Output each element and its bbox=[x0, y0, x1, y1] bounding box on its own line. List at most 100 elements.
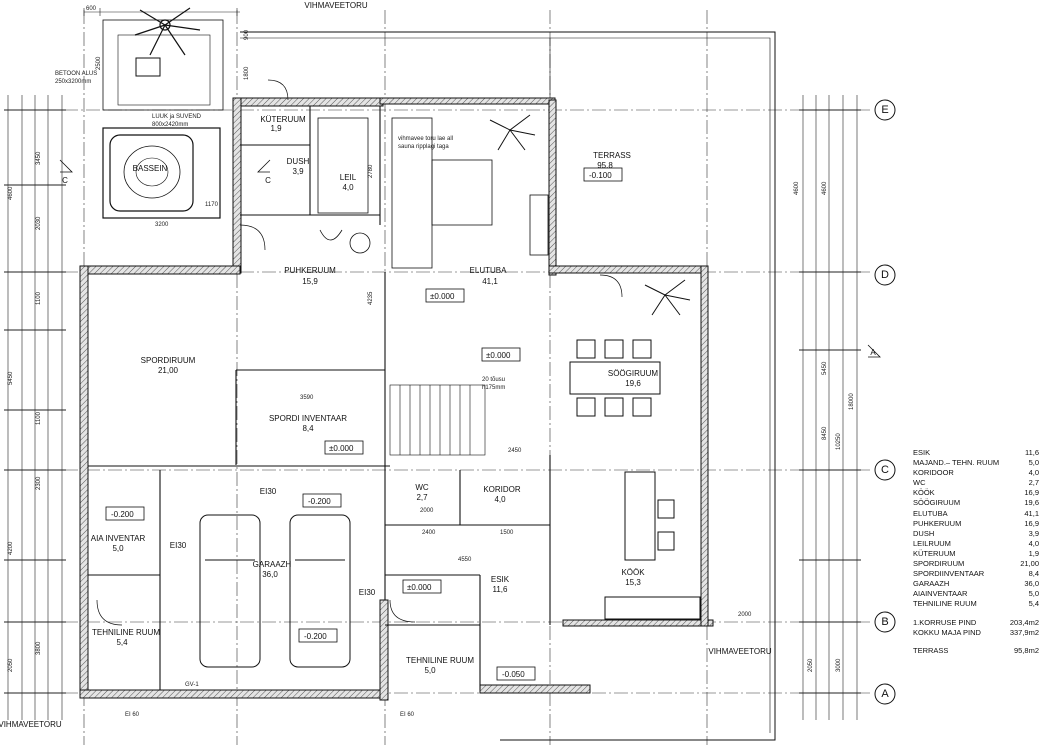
dim-right-4: 18000 bbox=[849, 393, 855, 410]
schedule-room-name: ESIK bbox=[913, 448, 931, 457]
schedule-room-area: 1,9 bbox=[1028, 548, 1039, 558]
fire-rating-4: EI 60 bbox=[125, 712, 140, 718]
dim-right-6: 8450 bbox=[822, 426, 828, 440]
basin-label: BASSEIN bbox=[133, 164, 168, 173]
room-koridor-area: 4,0 bbox=[494, 495, 506, 504]
schedule-room-name: MAJAND.– TEHN. RUUM bbox=[913, 458, 1000, 468]
room-puhkeruum-area: 15,9 bbox=[302, 277, 318, 286]
dimension-line-top bbox=[83, 8, 240, 16]
furniture bbox=[317, 117, 549, 269]
dim-left-7: 2030 bbox=[36, 216, 42, 230]
concrete-base-label: BETOON ALUS bbox=[55, 71, 97, 77]
section-a-right: A bbox=[870, 348, 876, 357]
schedule-room-area: 5,0 bbox=[1028, 458, 1039, 468]
dining-table bbox=[569, 339, 661, 417]
schedule-room-name: KORIDOOR bbox=[913, 468, 954, 478]
room-dush-name: DUSH bbox=[287, 157, 310, 166]
dim-left-4: 4200 bbox=[8, 541, 14, 555]
dim-inner-1: 3590 bbox=[300, 395, 314, 401]
room-kuteruum-area: 1,9 bbox=[270, 124, 282, 133]
dim-inner-11: 4235 bbox=[368, 291, 374, 305]
dim-right-7: 2050 bbox=[808, 658, 814, 672]
room-wc-name: WC bbox=[415, 483, 429, 492]
schedule-room-name: TEHNILINE RUUM bbox=[913, 599, 977, 609]
axis-label-a: A bbox=[881, 688, 889, 700]
schedule-room-area: 3,9 bbox=[1028, 528, 1039, 538]
level-terrass: -0.100 bbox=[589, 171, 612, 180]
downpipe-label-top: VIHMAVEETORU bbox=[304, 1, 367, 10]
room-aia-inventar-area: 5,0 bbox=[112, 544, 124, 553]
room-tehniline-mid-name: TEHNILINE RUUM bbox=[406, 656, 474, 665]
room-kuteruum-name: KÜTERUUM bbox=[260, 115, 306, 124]
gv-label: GV-1 bbox=[185, 682, 199, 688]
dim-inner-2: 2450 bbox=[508, 448, 522, 454]
level-tehn: -0.200 bbox=[304, 632, 327, 641]
terrace-outline bbox=[240, 31, 776, 741]
room-kook-area: 15,3 bbox=[625, 578, 641, 587]
schedule-room-area: 21,00 bbox=[1020, 559, 1039, 569]
schedule-room-name: KOKKU MAJA PIND bbox=[913, 627, 981, 637]
room-spordiruum-name: SPORDIRUUM bbox=[141, 356, 196, 365]
dim-left-9: 1100 bbox=[36, 411, 42, 425]
dim-left-6: 3800 bbox=[36, 641, 42, 655]
room-elutuba-name: ELUTUBA bbox=[470, 266, 508, 275]
schedule-room-name: PUHKERUUM bbox=[913, 518, 962, 528]
schedule-room-area: 36,0 bbox=[1024, 579, 1039, 589]
schedule-row: KORIDOOR 4,0 bbox=[913, 468, 1039, 478]
section-c-left: C bbox=[62, 176, 68, 185]
axis-bubbles bbox=[874, 99, 896, 705]
tree-icon bbox=[134, 7, 201, 56]
dim-inner-3: 4550 bbox=[458, 557, 472, 563]
room-tehniline-left-name: TEHNILINE RUUM bbox=[92, 628, 160, 637]
level-esik: ±0.000 bbox=[407, 583, 432, 592]
room-esik-name: ESIK bbox=[491, 575, 510, 584]
room-kook-name: KÖÖK bbox=[621, 568, 645, 577]
downpipe-label-left: VIHMAVEETORU bbox=[0, 720, 62, 729]
room-garaazh-area: 36,0 bbox=[262, 570, 278, 579]
room-leil-area: 4,0 bbox=[342, 183, 354, 192]
room-soogiruum-area: 19,6 bbox=[625, 379, 641, 388]
schedule-row: ESIK 11,6 bbox=[913, 448, 1039, 458]
schedule-room-area: 11,6 bbox=[1024, 448, 1039, 457]
dim-right-1: 4600 bbox=[794, 181, 800, 195]
axis-c bbox=[874, 459, 896, 481]
level-puhkeruum: ±0.000 bbox=[430, 292, 455, 301]
room-terrass-area: 95,8 bbox=[597, 161, 613, 170]
fire-rating-5: EI 60 bbox=[400, 712, 415, 718]
dim-inner-5: 2400 bbox=[422, 530, 436, 536]
plant-icon bbox=[489, 114, 691, 316]
section-markers bbox=[59, 159, 881, 358]
schedule-room-area: 41,1 bbox=[1024, 508, 1039, 518]
stairs-line-2: h175mm bbox=[482, 385, 505, 391]
dim-right-5: 10250 bbox=[836, 433, 842, 450]
door-swings bbox=[96, 79, 623, 626]
room-leil-name: LEIL bbox=[340, 173, 357, 182]
dim-top-3: 1800 bbox=[244, 66, 250, 80]
schedule-room-area: 4,0 bbox=[1028, 468, 1039, 478]
dim-top-2: 2500 bbox=[96, 56, 102, 70]
level-outside: -0.050 bbox=[502, 670, 525, 679]
kitchen-island bbox=[604, 471, 701, 620]
schedule-room-name: WC bbox=[913, 478, 926, 488]
dimension-lines-left bbox=[7, 95, 63, 720]
dim-inner-9: 3200 bbox=[155, 222, 169, 228]
room-dush-area: 3,9 bbox=[292, 167, 304, 176]
schedule-room-area: 16,9 bbox=[1024, 488, 1039, 498]
dim-right-3: 5450 bbox=[822, 361, 828, 375]
schedule-room-area: 4,0 bbox=[1028, 538, 1039, 548]
level-spordi: ±0.000 bbox=[329, 444, 354, 453]
